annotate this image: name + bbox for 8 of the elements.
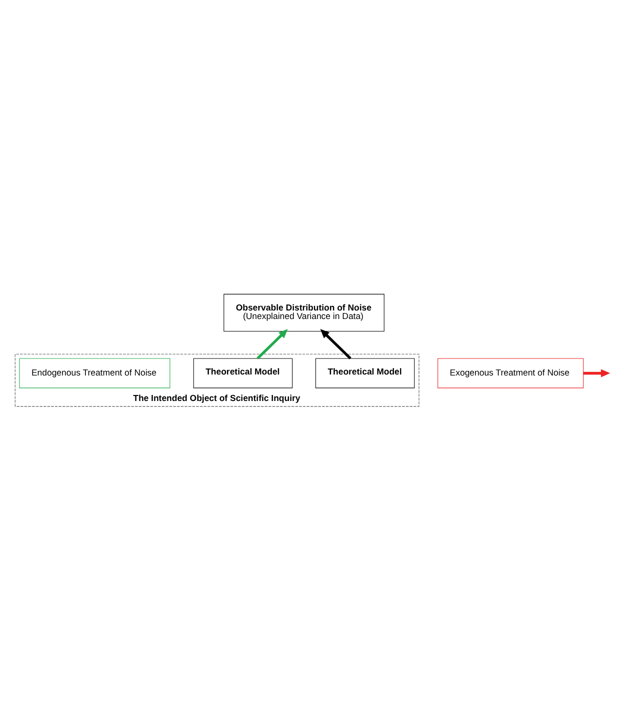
node-box: Observable Distribution of Noise (Unexplained Variance in Data) (224, 294, 384, 332)
arrow (256, 329, 288, 360)
node-box: Exogenous Treatment of Noise (438, 358, 584, 388)
node-box: Theoretical Model (193, 358, 293, 388)
arrow (584, 369, 610, 378)
arrow (320, 329, 352, 360)
node-box: Endogenous Treatment of Noise (19, 358, 170, 388)
node-box: Theoretical Model (315, 358, 415, 388)
